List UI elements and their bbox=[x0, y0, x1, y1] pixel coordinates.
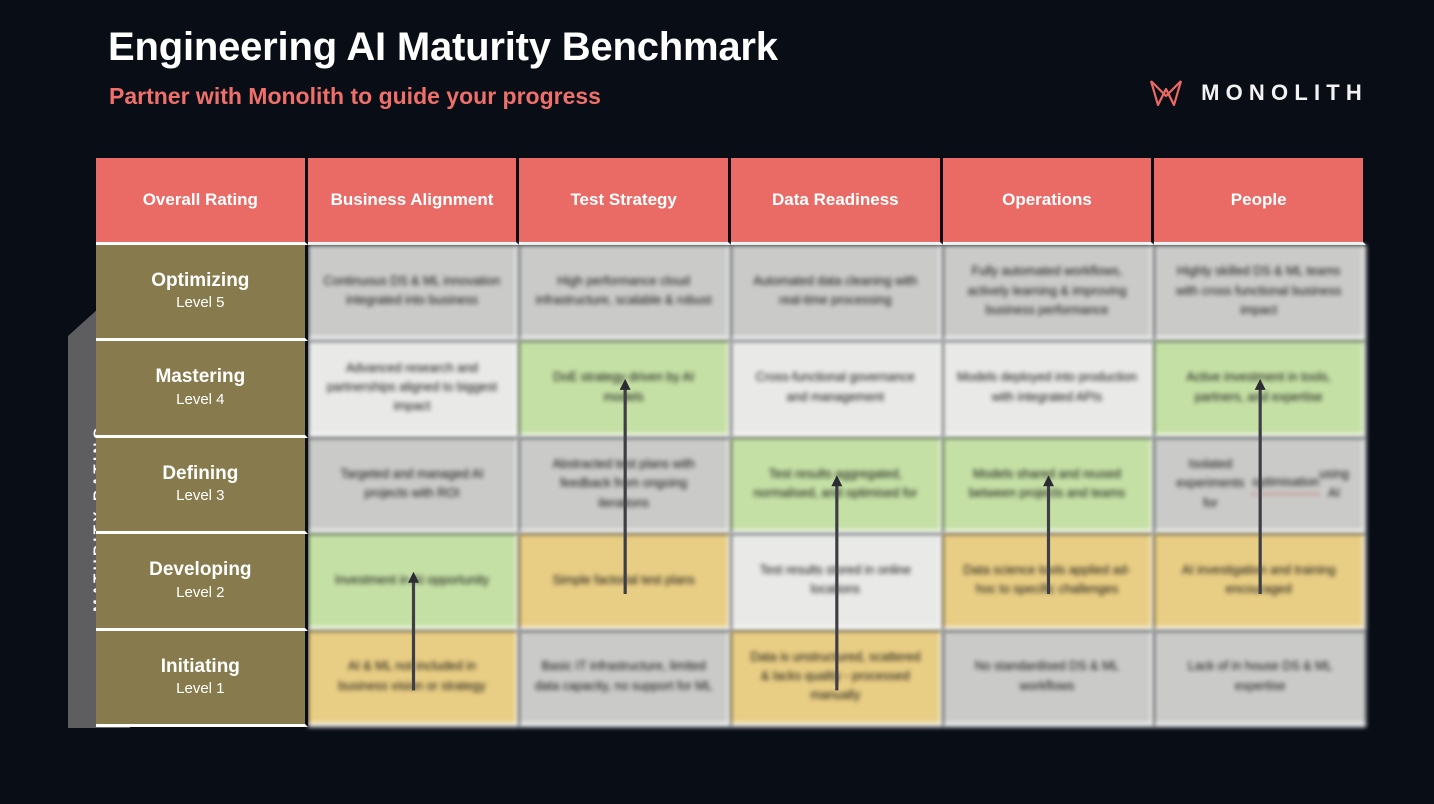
matrix-cell: Test results aggregated, normalised, and… bbox=[731, 437, 943, 535]
level-number: Level 5 bbox=[176, 294, 225, 312]
level-name: Mastering bbox=[155, 366, 246, 388]
level-number: Level 4 bbox=[176, 390, 225, 408]
level-number: Level 3 bbox=[176, 487, 225, 505]
page-subtitle: Partner with Monolith to guide your prog… bbox=[109, 83, 601, 109]
matrix-cell: Data science tools applied ad-hoc to spe… bbox=[942, 534, 1155, 631]
level-number: Level 2 bbox=[176, 583, 225, 601]
monolith-logo: MONOLITH bbox=[1149, 78, 1368, 108]
matrix-cell: AI & ML not included in business vision … bbox=[307, 630, 520, 727]
matrix-cell: DoE strategy driven by AI models bbox=[519, 341, 731, 438]
matrix-cell: Cross-functional governance and manageme… bbox=[731, 341, 943, 438]
matrix-cell: Investment in AI opportunity bbox=[307, 534, 520, 631]
matrix-cell: High performance cloud infrastructure, s… bbox=[519, 245, 731, 342]
matrix-cell: Advanced research and partnerships align… bbox=[307, 341, 520, 438]
matrix-cell: Active investment in tools, partners, an… bbox=[1154, 341, 1366, 438]
column-header-operations: Operations bbox=[942, 158, 1155, 245]
matrix-cell: Test results stored in online locations bbox=[731, 534, 943, 631]
matrix-cell: AI investigation and training encouraged bbox=[1154, 534, 1366, 631]
matrix-cell: Data is unstructured, scattered & lacks … bbox=[731, 630, 943, 727]
monolith-butterfly-icon bbox=[1149, 78, 1183, 108]
column-header-people: People bbox=[1154, 158, 1366, 245]
matrix-cell: Lack of in house DS & ML expertise bbox=[1154, 630, 1366, 727]
matrix-cell: Continuous DS & ML innovation integrated… bbox=[307, 245, 520, 342]
matrix-cell: Abstracted test plans with feedback from… bbox=[519, 437, 731, 535]
column-header-business-alignment: Business Alignment bbox=[307, 158, 520, 245]
monolith-wordmark: MONOLITH bbox=[1201, 80, 1368, 105]
matrix-cell: Fully automated workflows, actively lear… bbox=[942, 245, 1155, 342]
level-name: Developing bbox=[149, 559, 252, 581]
matrix-cell: Isolated experiments for optimisation us… bbox=[1154, 437, 1366, 535]
level-name: Initiating bbox=[160, 655, 240, 677]
level-number: Level 1 bbox=[176, 679, 225, 697]
column-header-data-readiness: Data Readiness bbox=[731, 158, 943, 245]
matrix-cell: Models deployed into production with int… bbox=[942, 341, 1155, 438]
matrix-cell: Targeted and managed AI projects with RO… bbox=[307, 437, 520, 535]
matrix-cell: No standardised DS & ML workflows bbox=[942, 630, 1155, 727]
column-header-test-strategy: Test Strategy bbox=[519, 158, 731, 245]
spellcheck-underline: optimisation bbox=[1252, 473, 1320, 496]
matrix-cell: Highly skilled DS & ML teams with cross … bbox=[1154, 245, 1366, 342]
page-title: Engineering AI Maturity Benchmark bbox=[108, 25, 778, 69]
matrix-cell: Basic IT infrastructure, limited data ca… bbox=[519, 630, 731, 727]
level-name: Optimizing bbox=[151, 269, 250, 291]
level-name: Defining bbox=[162, 462, 239, 484]
matrix-cell: Automated data cleaning with real-time p… bbox=[731, 245, 943, 342]
column-header-overall-rating: Overall Rating bbox=[96, 158, 308, 245]
matrix-cell: Models shared and reused between project… bbox=[942, 437, 1155, 535]
matrix-cell: Simple factorial test plans bbox=[519, 534, 731, 631]
